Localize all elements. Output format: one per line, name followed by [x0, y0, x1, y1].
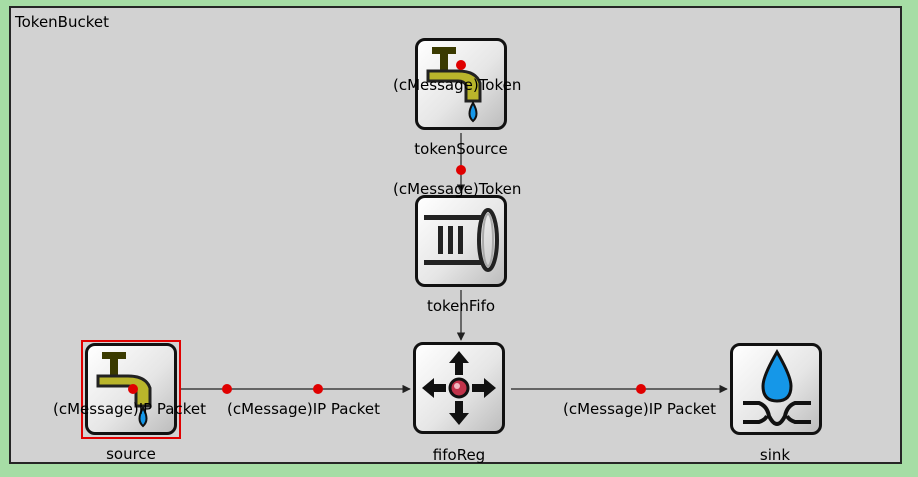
module-label-source: source: [106, 445, 156, 463]
module-label-sink: sink: [759, 446, 791, 464]
module-label-fifo-reg: fifoReg: [432, 446, 486, 464]
module-fifo-reg[interactable]: [413, 342, 505, 434]
selection-highlight: [81, 340, 181, 439]
compound-title: TokenBucket: [15, 13, 109, 31]
router-arrows-icon: [422, 351, 496, 425]
message-label-ip-to-fifo: (cMessage)IP Packet: [227, 400, 381, 418]
queue-icon: [424, 208, 499, 272]
module-token-source[interactable]: [415, 38, 507, 130]
message-label-token-source: (cMessage)Token: [393, 76, 522, 94]
message-dot-token-transit[interactable]: [456, 165, 466, 175]
message-label-ip-to-sink: (cMessage)IP Packet: [563, 400, 717, 418]
message-dot-token-source[interactable]: [456, 60, 466, 70]
module-token-fifo[interactable]: [415, 195, 507, 287]
message-label-token-transit: (cMessage)Token: [393, 180, 522, 198]
module-sink[interactable]: [730, 343, 822, 435]
message-dot-ip-source[interactable]: [128, 384, 138, 394]
faucet-icon: [426, 47, 482, 123]
module-label-token-source: tokenSource: [414, 140, 508, 158]
message-label-ip-source: (cMessage)IP Packet: [53, 400, 207, 418]
message-dot-ip-transit-1[interactable]: [222, 384, 232, 394]
message-dot-ip-to-sink[interactable]: [636, 384, 646, 394]
module-label-token-fifo: tokenFifo: [426, 297, 496, 315]
message-dot-ip-transit-2[interactable]: [313, 384, 323, 394]
sink-drop-icon: [743, 349, 811, 427]
